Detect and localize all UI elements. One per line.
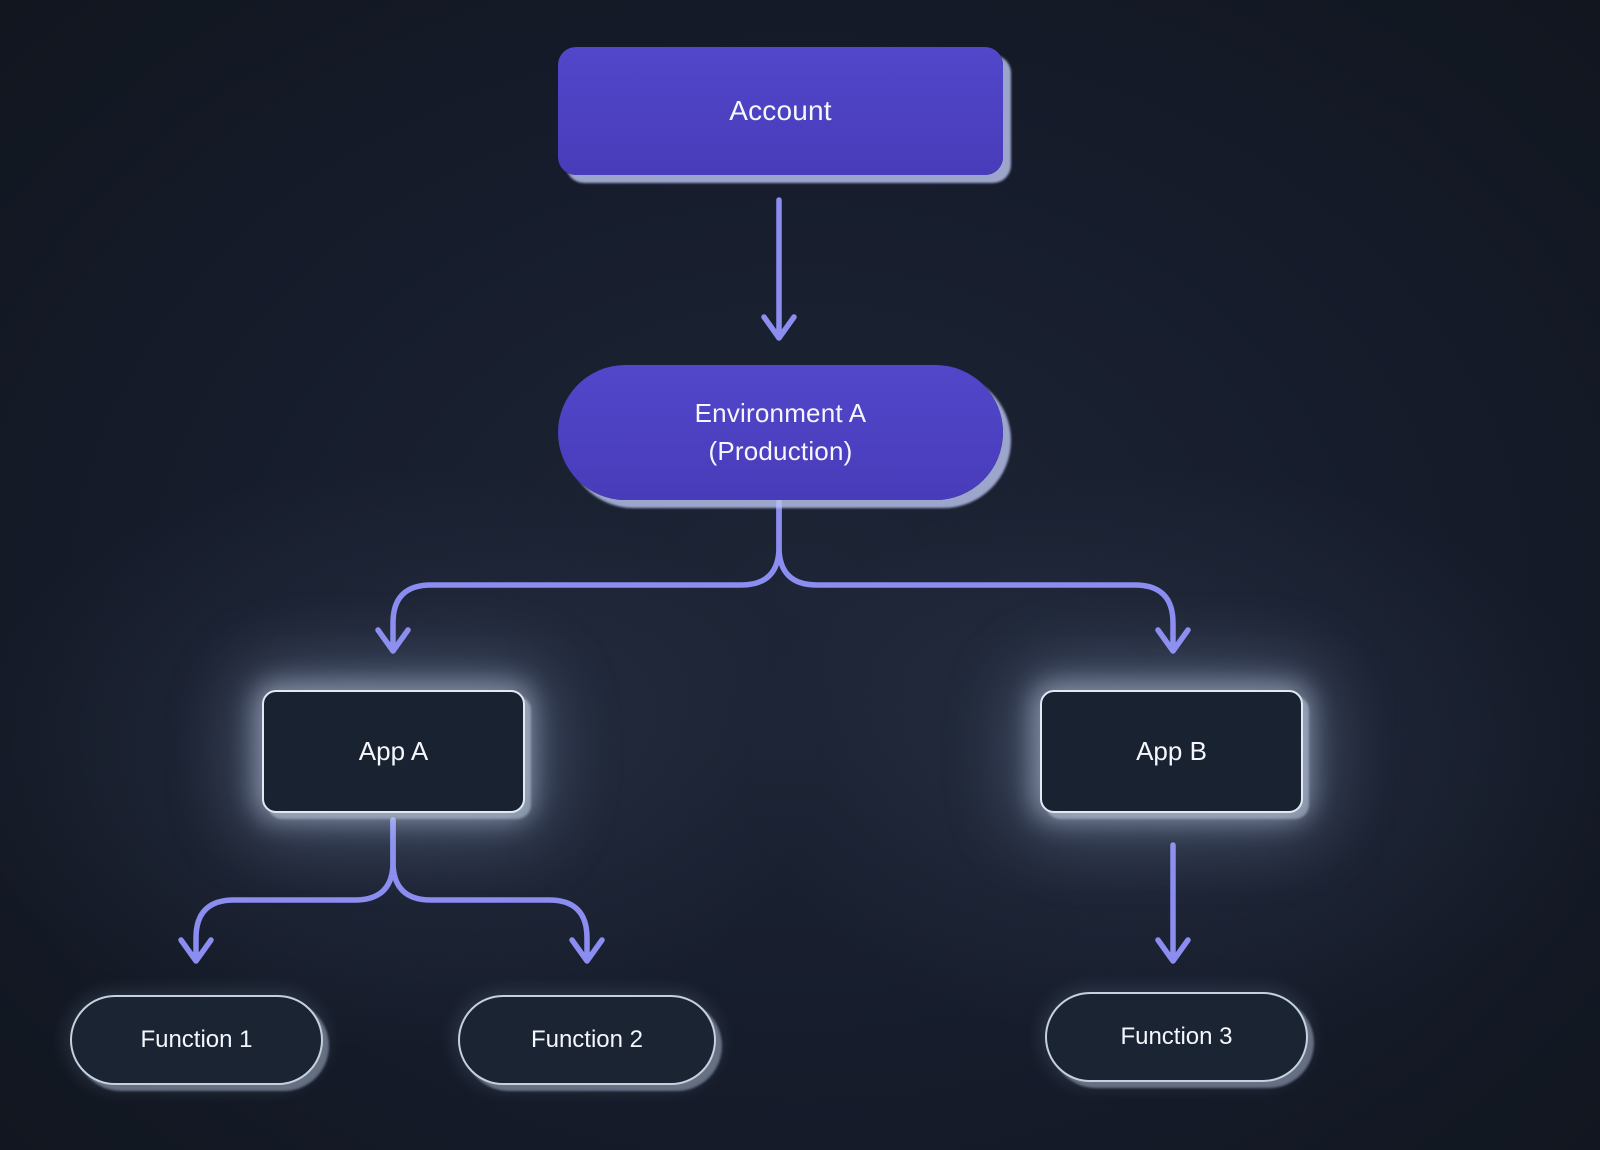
node-function-3: Function 3 [1045, 992, 1308, 1082]
edge-app-a-function-1 [178, 817, 396, 964]
node-account: Account [558, 47, 1003, 175]
node-app-b: App B [1040, 690, 1303, 813]
edge-environment-app-b [776, 499, 1191, 654]
edge-account-environment [761, 197, 797, 341]
edge-environment-app-a [375, 499, 782, 654]
node-function-1-label: Function 1 [140, 1026, 253, 1053]
node-app-a-label: App A [358, 736, 429, 766]
node-environment-line2: (Production) [708, 435, 853, 466]
node-app-b-label: App B [1136, 736, 1207, 766]
node-environment-line1: Environment A [694, 397, 867, 428]
node-function-2-label: Function 2 [530, 1026, 644, 1053]
edge-app-a-function-2 [390, 817, 605, 964]
node-function-3-label: Function 3 [1120, 1023, 1233, 1050]
node-function-1: Function 1 [70, 995, 323, 1085]
node-app-a: App A [262, 690, 525, 813]
edge-app-b-function-3 [1155, 842, 1191, 964]
node-function-2: Function 2 [458, 995, 716, 1085]
node-environment: Environment A (Production) [558, 365, 1003, 500]
node-account-label: Account [729, 95, 832, 126]
node-environment-label: Environment A (Production) [695, 395, 867, 470]
